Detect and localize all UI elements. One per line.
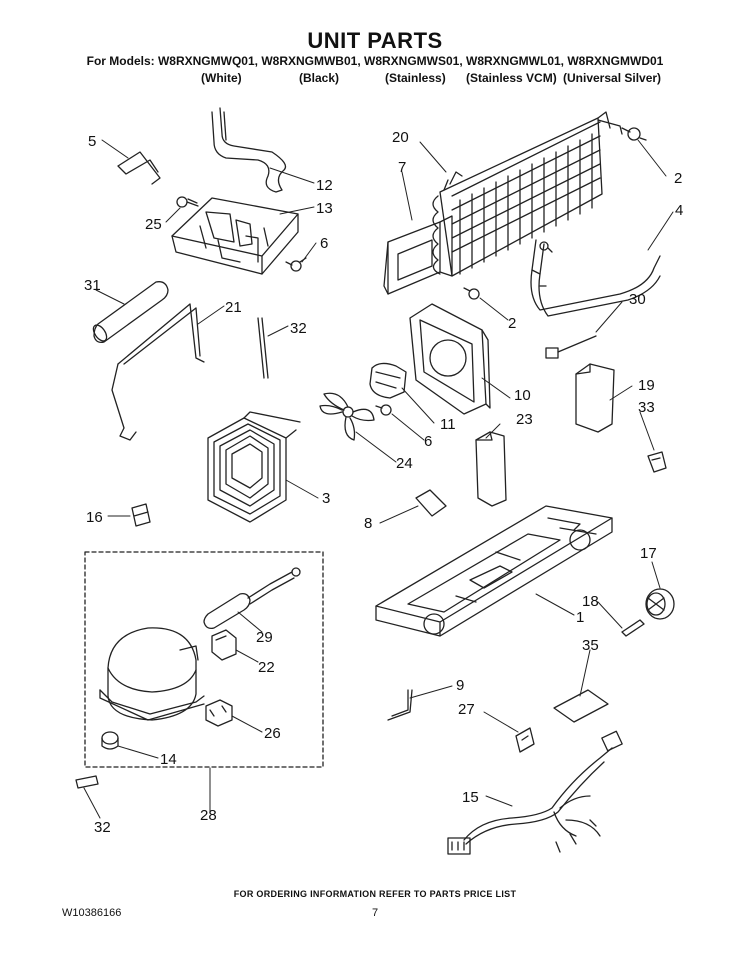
part-pad-32: [75, 775, 99, 789]
callout-labels: 5 12 25 13 6 20 7 2 4 2 31 21 32 30 10 1…: [84, 129, 683, 836]
callout-24: 24: [396, 455, 413, 472]
color-stainless: (Stainless): [385, 71, 446, 85]
callout-26: 26: [264, 725, 281, 742]
callout-2a: 2: [674, 170, 682, 187]
part-fan-motor: [369, 362, 407, 399]
part-screw-6b: [375, 404, 392, 416]
callout-4: 4: [675, 202, 683, 219]
callout-29: 29: [256, 629, 273, 646]
color-white: (White): [201, 71, 242, 85]
document-number: W10386166: [62, 907, 122, 919]
part-heater-wire: [211, 107, 287, 193]
callout-6b: 6: [424, 433, 432, 450]
leader-lines: [83, 139, 674, 819]
callout-33: 33: [638, 399, 655, 416]
callout-21: 21: [225, 299, 242, 316]
part-foam-block-23: [475, 431, 507, 507]
callout-10: 10: [514, 387, 531, 404]
model-list: For Models: W8RXNGMWQ01, W8RXNGMWB01, W8…: [86, 54, 664, 68]
part-wheel: [645, 588, 675, 620]
part-screw-2b: [463, 287, 480, 300]
part-base-pan: [375, 505, 613, 637]
callout-14: 14: [160, 751, 177, 768]
callout-27: 27: [458, 701, 475, 718]
callout-6a: 6: [320, 235, 328, 252]
part-condenser-coil: [207, 411, 301, 523]
part-wire-harness: [447, 730, 623, 855]
callout-25: 25: [145, 216, 162, 233]
callout-9: 9: [456, 677, 464, 694]
callout-1: 1: [576, 609, 584, 626]
part-wire-clip: [117, 151, 161, 185]
callout-19: 19: [638, 377, 655, 394]
color-black: (Black): [299, 71, 340, 85]
callout-2b: 2: [508, 315, 516, 332]
callout-20: 20: [392, 129, 409, 146]
part-filter-drier: [203, 567, 301, 630]
part-insulation-tube: [92, 281, 169, 344]
callout-30: 30: [629, 291, 646, 308]
part-thermistor: [545, 335, 597, 359]
part-evaporator-housing: [383, 215, 453, 295]
part-pad-8: [415, 489, 447, 517]
part-relay: [205, 699, 233, 727]
part-rod-32: [257, 317, 269, 379]
part-overload: [211, 629, 237, 661]
callout-17: 17: [640, 545, 657, 562]
callout-15: 15: [462, 789, 479, 806]
callout-3: 3: [322, 490, 330, 507]
part-evaporator: [432, 111, 623, 277]
callout-7: 7: [398, 159, 406, 176]
callout-23: 23: [516, 411, 533, 428]
callout-13: 13: [316, 200, 333, 217]
part-control-box: [171, 197, 299, 275]
callout-5: 5: [88, 133, 96, 150]
part-clip-33: [647, 451, 667, 473]
part-foam-block-19: [575, 363, 615, 433]
part-defrost-heater: [530, 239, 661, 317]
callout-32a: 32: [290, 320, 307, 337]
part-screw-25: [176, 196, 199, 208]
callout-12: 12: [316, 177, 333, 194]
callout-31: 31: [84, 277, 101, 294]
part-bracket-27: [515, 727, 535, 753]
part-clip-16: [131, 503, 151, 527]
part-axle: [621, 619, 645, 637]
part-tube-9: [387, 689, 413, 721]
part-label-35: [553, 689, 609, 723]
callout-35: 35: [582, 637, 599, 654]
part-compressor: [99, 627, 205, 721]
page-number: 7: [371, 907, 379, 919]
callout-32b: 32: [94, 819, 111, 836]
part-tube-bracket: [111, 303, 205, 441]
part-fan-shroud: [409, 303, 491, 415]
callout-18: 18: [582, 593, 599, 610]
part-screw-2a: [621, 127, 647, 141]
part-fan-blade: [319, 392, 375, 441]
page-title: UNIT PARTS: [307, 28, 443, 53]
color-universal-silver: (Universal Silver): [563, 71, 662, 85]
color-stainless-vcm: (Stainless VCM): [466, 71, 557, 85]
part-grommet: [101, 731, 119, 750]
ordering-note: FOR ORDERING INFORMATION REFER TO PARTS …: [233, 889, 517, 899]
callout-11: 11: [440, 416, 456, 433]
callout-28: 28: [200, 807, 217, 824]
callout-22: 22: [258, 659, 275, 676]
compressor-kit-boundary: [84, 551, 324, 768]
callout-16: 16: [86, 509, 103, 526]
callout-8: 8: [364, 515, 372, 532]
